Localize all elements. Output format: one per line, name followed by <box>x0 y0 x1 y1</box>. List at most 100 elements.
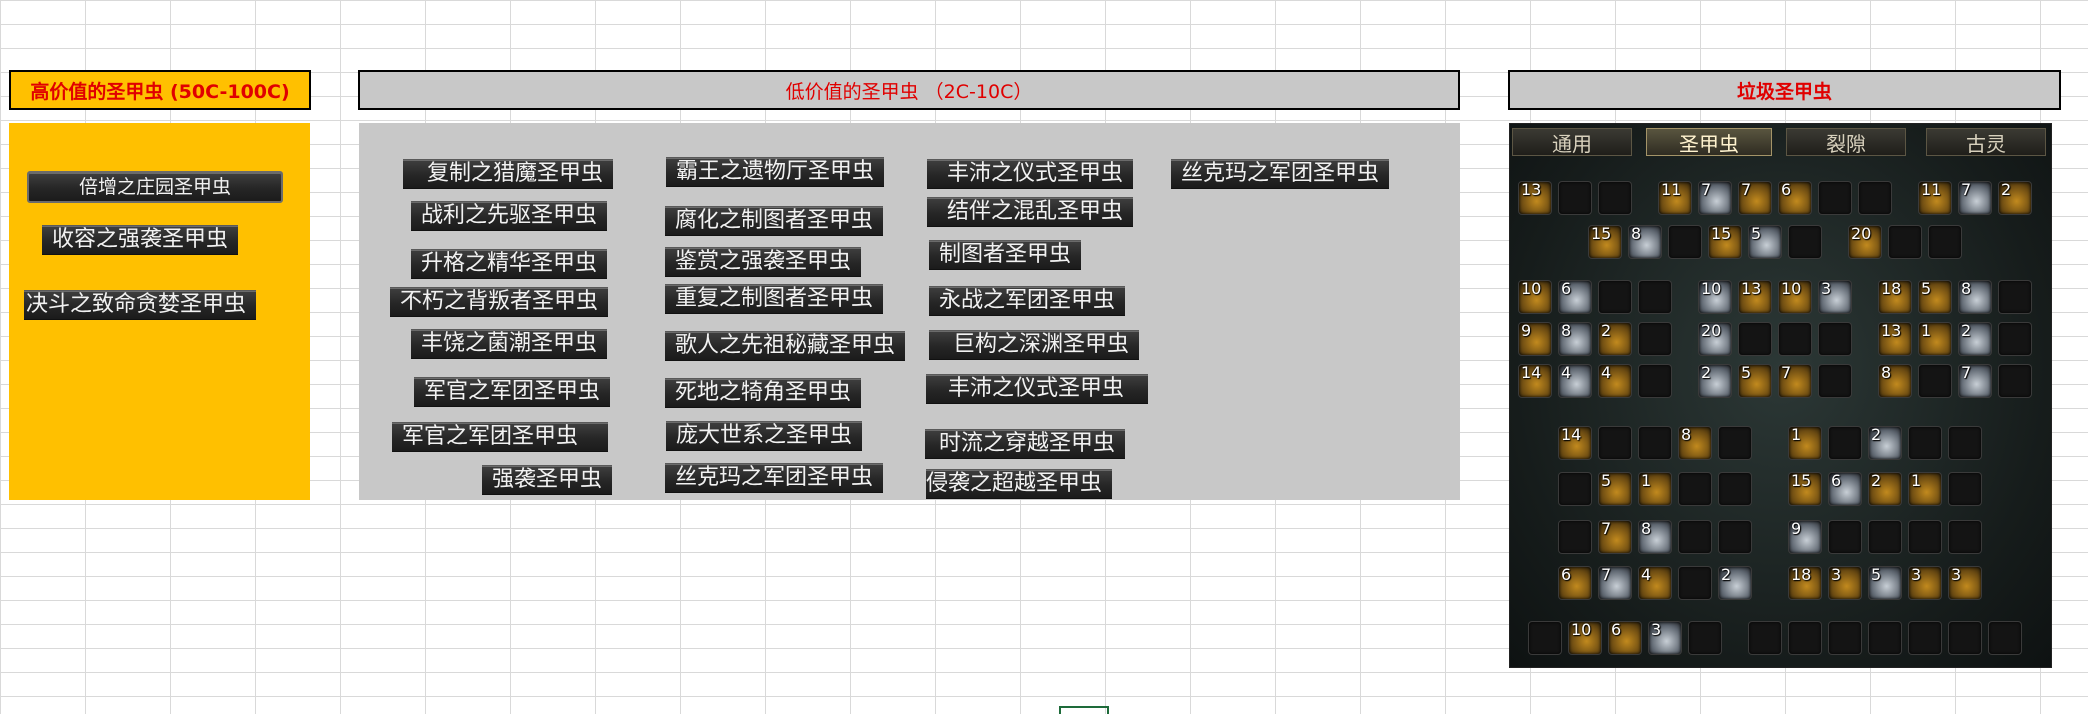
stash-slot[interactable]: 8 <box>1558 321 1592 356</box>
stash-slot[interactable]: 3 <box>1828 565 1862 600</box>
stash-slot[interactable]: 5 <box>1918 279 1952 314</box>
stash-slot[interactable]: 5 <box>1598 471 1632 506</box>
stash-slot[interactable] <box>1678 566 1712 600</box>
stash-slot[interactable] <box>1738 322 1772 356</box>
stash-slot[interactable] <box>1778 322 1812 356</box>
stash-slot[interactable]: 8 <box>1958 279 1992 314</box>
stash-slot[interactable]: 4 <box>1558 363 1592 398</box>
stash-slot[interactable] <box>1818 181 1852 215</box>
stash-slot[interactable]: 6 <box>1778 180 1812 215</box>
stash-slot[interactable]: 13 <box>1518 180 1552 215</box>
stash-slot[interactable]: 3 <box>1818 279 1852 314</box>
stash-slot[interactable]: 4 <box>1638 565 1672 600</box>
stash-slot[interactable]: 10 <box>1568 620 1602 655</box>
stash-slot[interactable]: 2 <box>1998 180 2032 215</box>
stash-tab-general[interactable]: 通用 <box>1512 128 1632 156</box>
stash-slot[interactable]: 18 <box>1788 565 1822 600</box>
stash-slot[interactable] <box>1928 225 1962 259</box>
stash-slot[interactable]: 11 <box>1918 180 1952 215</box>
stash-slot[interactable]: 1 <box>1638 471 1672 506</box>
stash-slot[interactable] <box>1558 520 1592 554</box>
stash-slot[interactable] <box>1638 364 1672 398</box>
stash-slot[interactable]: 6 <box>1558 279 1592 314</box>
stash-slot[interactable] <box>1598 426 1632 460</box>
stash-slot[interactable]: 7 <box>1958 180 1992 215</box>
stash-slot[interactable]: 10 <box>1518 279 1552 314</box>
stash-slot[interactable]: 5 <box>1748 224 1782 259</box>
stash-slot[interactable] <box>1988 621 2022 655</box>
stash-slot[interactable]: 14 <box>1558 425 1592 460</box>
stash-slot[interactable]: 1 <box>1918 321 1952 356</box>
stash-slot[interactable] <box>1818 364 1852 398</box>
stash-slot[interactable]: 15 <box>1708 224 1742 259</box>
stash-slot[interactable]: 7 <box>1958 363 1992 398</box>
stash-slot[interactable] <box>1868 621 1902 655</box>
stash-slot[interactable] <box>1598 280 1632 314</box>
stash-slot[interactable]: 9 <box>1518 321 1552 356</box>
stash-slot[interactable]: 3 <box>1948 565 1982 600</box>
stash-slot[interactable]: 20 <box>1848 224 1882 259</box>
stash-slot[interactable] <box>1788 621 1822 655</box>
stash-slot[interactable]: 2 <box>1598 321 1632 356</box>
stash-slot[interactable]: 1 <box>1908 471 1942 506</box>
stash-slot[interactable]: 9 <box>1788 519 1822 554</box>
stash-slot[interactable]: 10 <box>1778 279 1812 314</box>
stash-slot[interactable] <box>1678 520 1712 554</box>
stash-slot[interactable]: 13 <box>1878 321 1912 356</box>
stash-slot[interactable] <box>1788 225 1822 259</box>
stash-slot[interactable]: 15 <box>1788 471 1822 506</box>
stash-slot[interactable] <box>1908 621 1942 655</box>
stash-slot[interactable]: 18 <box>1878 279 1912 314</box>
stash-slot[interactable] <box>1908 520 1942 554</box>
stash-slot[interactable]: 7 <box>1598 565 1632 600</box>
stash-slot[interactable] <box>1598 181 1632 215</box>
stash-slot[interactable]: 11 <box>1658 180 1692 215</box>
stash-slot[interactable] <box>1678 472 1712 506</box>
stash-tab-ancestral[interactable]: 古灵 <box>1926 128 2046 156</box>
stash-slot[interactable]: 20 <box>1698 321 1732 356</box>
stash-slot[interactable]: 7 <box>1698 180 1732 215</box>
stash-slot[interactable] <box>1998 322 2032 356</box>
stash-slot[interactable] <box>1948 621 1982 655</box>
stash-slot[interactable] <box>1668 225 1702 259</box>
stash-slot[interactable] <box>1688 621 1722 655</box>
stash-slot[interactable]: 8 <box>1878 363 1912 398</box>
stash-slot[interactable] <box>1908 426 1942 460</box>
stash-slot[interactable] <box>1638 426 1672 460</box>
stash-slot[interactable]: 2 <box>1868 471 1902 506</box>
stash-slot[interactable] <box>1828 621 1862 655</box>
stash-slot[interactable]: 13 <box>1738 279 1772 314</box>
stash-slot[interactable]: 14 <box>1518 363 1552 398</box>
stash-slot[interactable]: 5 <box>1738 363 1772 398</box>
stash-slot[interactable] <box>1638 322 1672 356</box>
stash-slot[interactable] <box>1828 426 1862 460</box>
stash-slot[interactable]: 8 <box>1678 425 1712 460</box>
stash-slot[interactable]: 6 <box>1608 620 1642 655</box>
stash-slot[interactable] <box>1918 364 1952 398</box>
stash-slot[interactable]: 5 <box>1868 565 1902 600</box>
stash-slot[interactable] <box>1948 520 1982 554</box>
stash-slot[interactable] <box>1748 621 1782 655</box>
stash-slot[interactable] <box>1718 472 1752 506</box>
stash-slot[interactable] <box>1558 181 1592 215</box>
stash-slot[interactable]: 8 <box>1638 519 1672 554</box>
stash-slot[interactable] <box>1638 280 1672 314</box>
stash-slot[interactable] <box>1818 322 1852 356</box>
stash-slot[interactable]: 10 <box>1698 279 1732 314</box>
stash-slot[interactable]: 7 <box>1738 180 1772 215</box>
stash-slot[interactable]: 7 <box>1778 363 1812 398</box>
stash-slot[interactable]: 1 <box>1788 425 1822 460</box>
stash-slot[interactable]: 2 <box>1958 321 1992 356</box>
stash-slot[interactable] <box>1948 472 1982 506</box>
stash-slot[interactable]: 2 <box>1718 565 1752 600</box>
stash-slot[interactable] <box>1888 225 1922 259</box>
stash-slot[interactable]: 2 <box>1868 425 1902 460</box>
stash-slot[interactable]: 8 <box>1628 224 1662 259</box>
stash-slot[interactable] <box>1948 426 1982 460</box>
stash-tab-scarab[interactable]: 圣甲虫 <box>1646 128 1772 156</box>
stash-slot[interactable]: 4 <box>1598 363 1632 398</box>
stash-slot[interactable]: 7 <box>1598 519 1632 554</box>
stash-slot[interactable]: 15 <box>1588 224 1622 259</box>
stash-slot[interactable] <box>1718 426 1752 460</box>
stash-slot[interactable] <box>1558 472 1592 506</box>
